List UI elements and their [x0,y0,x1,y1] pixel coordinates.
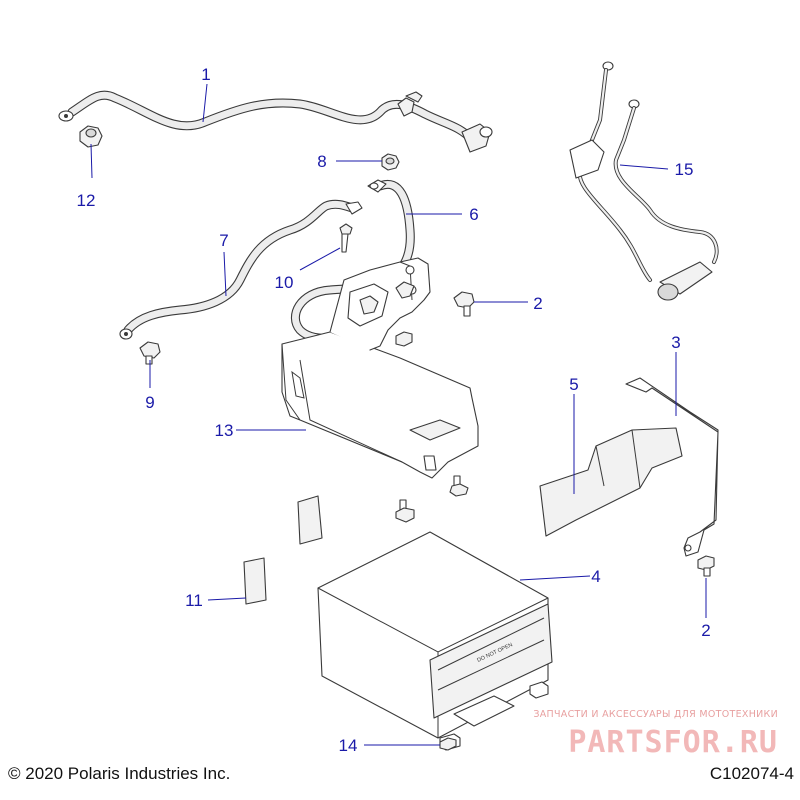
watermark-logo: PARTSFOR.RU [568,725,778,760]
callout-3: 3 [671,333,680,352]
tray-bolts [395,475,469,523]
bolt-2-upper [395,291,475,347]
nut-12 [79,125,103,148]
battery-cable-7 [119,199,363,340]
callout-9: 9 [145,393,154,412]
callout-4: 4 [591,567,600,586]
callout-2-lower: 2 [701,621,710,640]
callout-11: 11 [185,591,203,610]
battery-cable-1 [58,90,493,153]
nut-8 [381,153,400,171]
bolt-2-lower [697,555,715,577]
watermark: ЗАПЧАСТИ И АКСЕССУАРЫ ДЛЯ МОТОТЕХНИКИ PA… [533,709,778,760]
bolt-10 [339,223,353,253]
callout-labels: 1 2 2 3 4 5 6 7 8 9 10 11 12 13 14 15 [77,65,711,755]
callout-8: 8 [317,152,326,171]
callout-13: 13 [215,421,234,440]
copyright-notice: © 2020 Polaris Industries Inc. [8,764,231,783]
callout-14: 14 [339,736,358,755]
callout-10: 10 [275,273,294,292]
pads-11 [243,495,323,605]
callout-7: 7 [219,231,228,250]
callout-6: 6 [469,205,478,224]
callout-12: 12 [77,191,96,210]
nut-14 [439,737,457,751]
hold-down-strap-3 [625,377,719,557]
drawing-number: C102074-4 [709,764,794,783]
leader-lines [90,83,707,746]
callout-2-upper: 2 [533,294,542,313]
callout-1: 1 [201,65,210,84]
battery-pad-5 [539,427,683,537]
accessory-harness-15 [569,61,719,301]
battery-4: DO NOT OPEN [317,531,553,751]
callout-15: 15 [675,160,694,179]
cable-6-clamp [347,281,415,327]
callout-5: 5 [569,375,578,394]
watermark-tagline: ЗАПЧАСТИ И АКСЕССУАРЫ ДЛЯ МОТОТЕХНИКИ [533,709,778,720]
